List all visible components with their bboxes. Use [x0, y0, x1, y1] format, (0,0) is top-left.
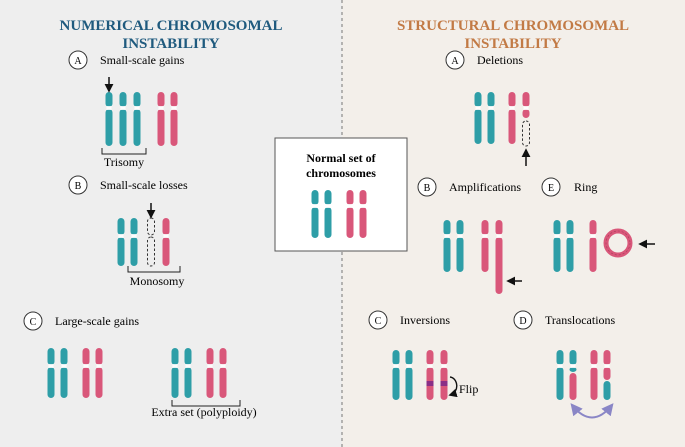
section-letter: B [75, 181, 82, 192]
section-a-left-badge: A [68, 50, 88, 70]
translocated-segment [603, 381, 611, 400]
chromosome [162, 218, 170, 266]
chromosome [117, 218, 125, 266]
section-letter: C [375, 316, 382, 327]
inversion-band [426, 381, 434, 386]
translocated-segment [569, 373, 577, 400]
chromosome [487, 92, 495, 144]
chromosome [456, 220, 464, 272]
chromosome [359, 190, 367, 238]
chromosome [184, 348, 192, 398]
section-b-right-label: Amplifications [449, 180, 521, 194]
section-letter: C [30, 317, 37, 328]
chromosome [495, 220, 503, 294]
section-c-left-badge: C [23, 311, 43, 331]
chromosome [589, 220, 597, 272]
chromosome [405, 350, 413, 400]
chromosome [157, 92, 165, 146]
normal-set-title-line1: Normal set of [306, 151, 376, 165]
flip-label: Flip [459, 382, 478, 396]
chromosome [219, 348, 227, 398]
ring-chromosome [603, 228, 633, 258]
chromosome [508, 92, 516, 144]
normal-set-box [274, 137, 408, 252]
chromosome [105, 92, 113, 146]
flip-arrow-icon [448, 376, 458, 398]
section-c-right-badge: C [368, 310, 388, 330]
section-c-right-label: Inversions [400, 313, 450, 327]
swap-arrow-icon [570, 403, 614, 419]
section-a-left-label: Small-scale gains [100, 53, 185, 67]
section-letter: A [74, 56, 82, 67]
right-title-line1: STRUCTURAL CHROMOSOMAL [397, 18, 629, 34]
chromosome [440, 350, 448, 400]
chromosome [474, 92, 482, 144]
chromosome [590, 350, 598, 400]
chromosome [324, 190, 332, 238]
left-title-line2: INSTABILITY [122, 36, 219, 52]
section-a-right-badge: A [445, 50, 465, 70]
chromosome [119, 92, 127, 146]
right-title-line2: INSTABILITY [464, 36, 561, 52]
trisomy-caption: Trisomy [104, 155, 144, 169]
chromosome [392, 350, 400, 400]
chromosome [171, 348, 179, 398]
section-c-left-label: Large-scale gains [55, 314, 139, 328]
polyploidy-bracket [171, 400, 241, 407]
section-a-right-label: Deletions [477, 53, 523, 67]
section-letter: A [451, 56, 459, 67]
chromosome [443, 220, 451, 272]
chromosome [170, 92, 178, 146]
chromosome [346, 190, 354, 238]
chromosome [481, 220, 489, 272]
chromosome [426, 350, 434, 400]
chromosome [566, 220, 574, 272]
chromosome [603, 350, 611, 380]
chromosome [522, 92, 530, 118]
chromosome [133, 92, 141, 146]
deleted-segment [522, 120, 530, 147]
section-b-left-badge: B [68, 175, 88, 195]
chromosome [206, 348, 214, 398]
section-d-right-badge: D [513, 310, 533, 330]
trisomy-bracket [101, 148, 147, 155]
chromosome [60, 348, 68, 398]
section-e-right-badge: E [541, 177, 561, 197]
polyploidy-caption: Extra set (polyploidy) [151, 405, 256, 419]
chromosome [553, 220, 561, 272]
section-e-right-label: Ring [574, 180, 597, 194]
chromosome [47, 348, 55, 398]
section-letter: D [519, 316, 526, 327]
inversion-band [440, 381, 448, 386]
chromosome [95, 348, 103, 398]
section-b-left-label: Small-scale losses [100, 178, 188, 192]
section-b-right-badge: B [417, 177, 437, 197]
chromosome [556, 350, 564, 400]
section-letter: E [548, 183, 554, 194]
monosomy-caption: Monosomy [130, 274, 185, 288]
section-d-right-label: Translocations [545, 313, 616, 327]
chromosome [311, 190, 319, 238]
normal-set-title-line2: chromosomes [306, 166, 376, 180]
left-title-line1: NUMERICAL CHROMOSOMAL [60, 18, 283, 34]
chromosome [569, 350, 577, 372]
section-letter: B [424, 183, 431, 194]
monosomy-bracket [127, 266, 181, 273]
chromosome [130, 218, 138, 266]
chromosome [82, 348, 90, 398]
